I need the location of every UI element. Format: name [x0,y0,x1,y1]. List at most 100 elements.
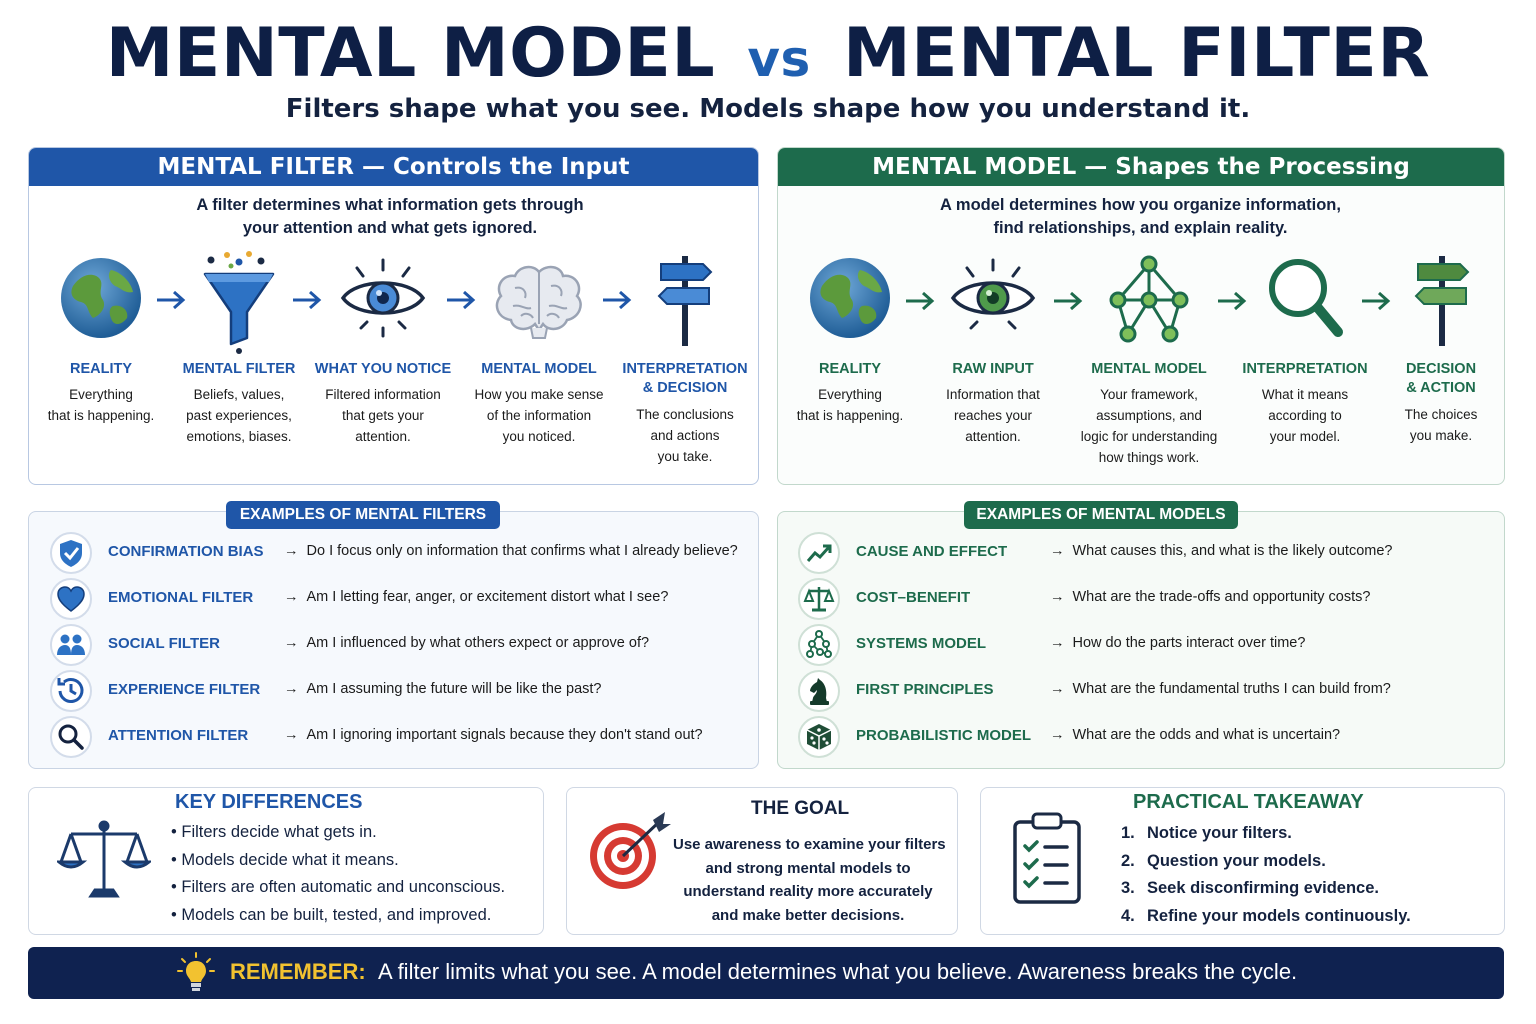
filter-example-name: SOCIAL FILTER [108,635,220,652]
filter-step-interpretation: INTERPRETATION & DECISION The conclusion… [621,248,749,482]
filter-example-question: →Am I letting fear, anger, or excitement… [284,589,669,605]
model-example-name: PROBABILISTIC MODEL [856,727,1031,744]
clipboard-icon [1013,812,1081,904]
model-example-question: →What are the trade-offs and opportunity… [1050,589,1371,605]
filter-step-what-you-notice-label: WHAT YOU NOTICE [314,361,452,377]
filter-step-interpretation-desc: The conclusions and actions you take. [636,407,734,464]
model-example-name: FIRST PRINCIPLES [856,681,994,698]
model-example-name: SYSTEMS MODEL [856,635,987,652]
takeaway-title: PRACTICAL TAKEAWAY [1133,791,1364,813]
magnifier-icon [1269,259,1343,337]
filter-step-reality-desc: Everything that is happening. [47,387,155,423]
remember-banner: REMEMBER: A filter limits what you see. … [28,947,1504,999]
nodes-icon [798,624,840,666]
key-differences-card: KEY DIFFERENCES • Filters decide what ge… [28,787,544,935]
filter-example-name: EMOTIONAL FILTER [108,589,254,606]
globe-icon [810,258,890,338]
model-example-row: PROBABILISTIC MODEL →What are the odds a… [798,716,1498,758]
model-example-question: →What are the fundamental truths I can b… [1050,681,1391,697]
filter-step-what-you-notice-desc: Filtered information that gets your atte… [325,387,441,444]
filter-example-name: EXPERIENCE FILTER [108,681,261,698]
mental-model-panel: MENTAL MODEL — Shapes the Processing A m… [777,147,1505,485]
model-step-reality-label: REALITY [818,361,882,377]
history-icon [50,670,92,712]
heart-icon [50,578,92,620]
filter-step-mental-model-label: MENTAL MODEL [481,361,597,377]
flow-arrow-icon [157,290,186,310]
signpost-icon [657,256,713,346]
filter-example-name: ATTENTION FILTER [108,727,249,744]
model-step-mental-model-label: MENTAL MODEL [1091,361,1207,377]
mental-filter-header: MENTAL FILTER — Controls the Input [29,148,758,186]
filter-step-interpretation-label: INTERPRETATION & DECISION [622,361,748,396]
remember-text: A filter limits what you see. A model de… [378,959,1298,984]
model-example-name: COST–BENEFIT [856,589,971,606]
model-step-raw-input: RAW INPUT Information that reaches your … [928,248,1058,478]
mental-filter-description: A filter determines what information get… [196,196,584,237]
flow-arrow-icon [1054,291,1083,311]
page-title: MENTAL MODEL vs MENTAL FILTER [105,14,1431,93]
flow-arrow-icon [906,291,935,311]
mental-model-description: A model determines how you organize info… [940,196,1341,237]
key-differences-list: • Filters decide what gets in. • Models … [171,823,506,924]
flow-arrow-icon [447,290,476,310]
mental-filter-panel: MENTAL FILTER — Controls the Input A fil… [28,147,759,485]
goal-text: Use awareness to examine your filters an… [673,836,946,924]
filter-example-row: SOCIAL FILTER →Am I influenced by what o… [50,624,750,666]
filter-example-row: CONFIRMATION BIAS →Do I focus only on in… [50,532,750,574]
takeaway-card: PRACTICAL TAKEAWAY 1.Notice your filters… [980,787,1505,935]
filter-step-reality-label: REALITY [69,361,133,377]
filter-example-question: →Am I ignoring important signals because… [284,727,703,743]
filter-example-name: CONFIRMATION BIAS [108,543,264,560]
shield-check-icon [50,532,92,574]
filter-step-mental-filter: MENTAL FILTER Beliefs, values, past expe… [179,248,299,478]
remember-label: REMEMBER: [230,959,366,984]
filter-step-mental-model: MENTAL MODEL How you make sense of the i… [469,248,609,478]
model-example-row: COST–BENEFIT →What are the trade-offs an… [798,578,1498,620]
brain-icon [495,265,582,339]
scales-icon [57,820,151,898]
dice-icon [798,716,840,758]
model-step-decision: DECISION & ACTION The choices you make. [1384,248,1498,478]
people-icon [50,624,92,666]
model-step-mental-model-desc: Your framework, assumptions, and logic f… [1080,387,1218,465]
takeaway-list: 1.Notice your filters. 2.Question your m… [1121,824,1411,925]
filter-step-what-you-notice: WHAT YOU NOTICE Filtered information tha… [313,248,453,478]
model-step-interpretation: INTERPRETATION What it means according t… [1240,248,1370,478]
filter-example-row: ATTENTION FILTER →Am I ignoring importan… [50,716,750,758]
model-example-row: FIRST PRINCIPLES →What are the fundament… [798,670,1498,712]
model-example-name: CAUSE AND EFFECT [856,543,1008,560]
flow-arrow-icon [1218,291,1247,311]
filter-example-question: →Am I assuming the future will be like t… [284,681,602,697]
model-step-decision-label: DECISION & ACTION [1405,361,1477,396]
globe-icon [61,258,141,338]
goal-card: THE GOAL Use awareness to examine your f… [566,787,958,935]
filter-example-question: →Am I influenced by what others expect o… [284,635,650,651]
mental-model-header: MENTAL MODEL — Shapes the Processing [778,148,1504,186]
model-examples-panel [777,511,1505,769]
filter-example-question: →Do I focus only on information that con… [284,543,738,559]
model-step-mental-model: MENTAL MODEL Your framework, assumptions… [1074,248,1224,482]
model-step-interpretation-label: INTERPRETATION [1242,361,1368,377]
model-step-decision-desc: The choices you make. [1404,407,1478,443]
filter-examples-panel [28,511,759,769]
flow-arrow-icon [1362,291,1391,311]
target-icon [590,812,671,889]
flow-arrow-icon [293,290,322,310]
lightbulb-icon [177,952,215,991]
eye-icon [950,258,1036,330]
filter-example-row: EXPERIENCE FILTER →Am I assuming the fut… [50,670,750,712]
model-example-row: CAUSE AND EFFECT →What causes this, and … [798,532,1498,574]
eye-icon [340,258,426,338]
filter-step-mental-filter-desc: Beliefs, values, past experiences, emoti… [186,387,292,444]
network-icon [1109,255,1189,343]
filter-step-mental-model-desc: How you make sense of the information yo… [474,387,604,444]
balance-icon [798,578,840,620]
filter-step-mental-filter-label: MENTAL FILTER [182,361,296,377]
key-differences-title: KEY DIFFERENCES [175,791,363,813]
goal-title: THE GOAL [751,798,850,819]
filter-examples-badge: EXAMPLES OF MENTAL FILTERS [226,501,500,529]
model-step-raw-input-label: RAW INPUT [952,361,1034,377]
model-example-question: →What are the odds and what is uncertain… [1050,727,1341,743]
model-example-question: →How do the parts interact over time? [1050,635,1306,651]
